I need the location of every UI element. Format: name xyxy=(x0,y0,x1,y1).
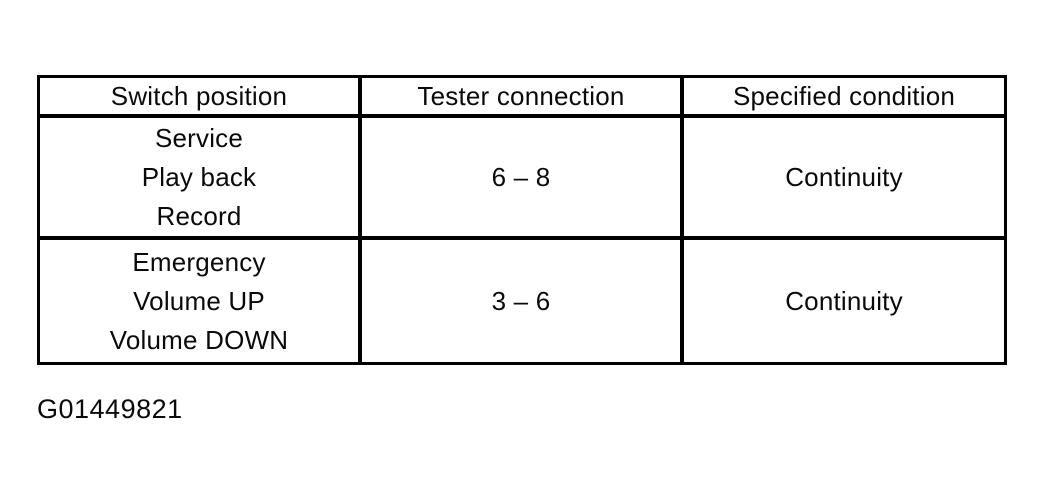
switch-position-label: Emergency xyxy=(132,246,266,277)
header-switch-position: Switch position xyxy=(40,78,362,118)
switch-position-label: Volume DOWN xyxy=(109,324,289,355)
switch-position-label: Volume UP xyxy=(133,285,265,316)
header-tester-connection: Tester connection xyxy=(362,78,684,118)
header-specified-condition: Specified condition xyxy=(684,78,1004,118)
cell-specified-condition: Continuity xyxy=(684,118,1004,240)
table-row-service-playback-record: Service Play back Record 6 – 8 Continuit… xyxy=(40,118,1004,240)
switch-position-label: Service xyxy=(154,122,244,153)
cell-switch-positions: Service Play back Record xyxy=(40,118,362,240)
cell-tester-connection: 6 – 8 xyxy=(362,118,684,240)
switch-position-label: Record xyxy=(156,200,242,231)
table-row-emergency-volume: Emergency Volume UP Volume DOWN 3 – 6 Co… xyxy=(40,240,1004,362)
cell-switch-positions: Emergency Volume UP Volume DOWN xyxy=(40,240,362,362)
table-header-row: Switch position Tester connection Specif… xyxy=(40,78,1004,118)
cell-specified-condition: Continuity xyxy=(684,240,1004,362)
cell-tester-connection: 3 – 6 xyxy=(362,240,684,362)
figure-code: G01449821 xyxy=(37,394,183,424)
switch-position-label: Play back xyxy=(141,161,257,192)
continuity-spec-table: Switch position Tester connection Specif… xyxy=(37,75,1007,365)
continuity-spec-table-container: Switch position Tester connection Specif… xyxy=(37,75,1007,365)
